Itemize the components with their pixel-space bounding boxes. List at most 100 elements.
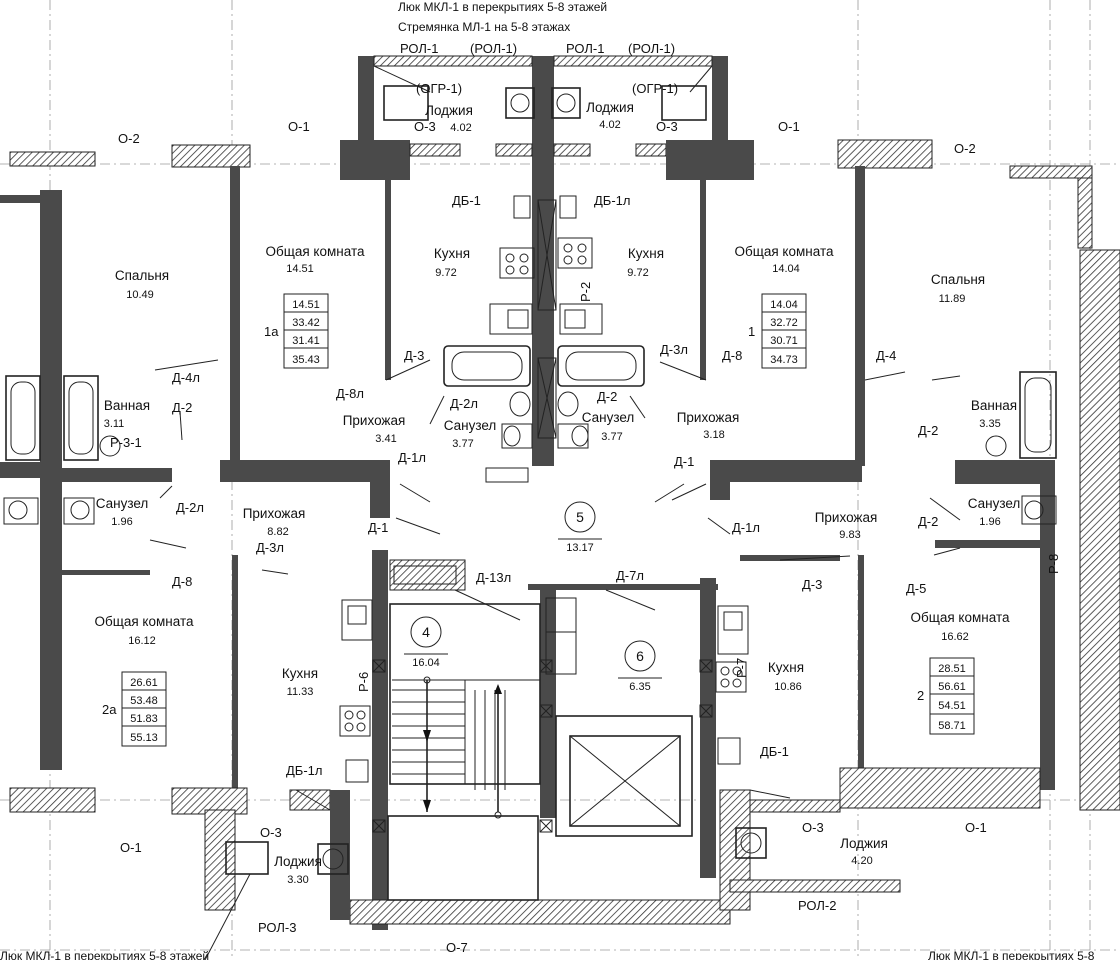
apartment-value: 14.04 (770, 299, 798, 311)
room-area: 10.86 (774, 681, 802, 693)
room-area: 4.20 (851, 855, 872, 867)
apartment-value: 26.61 (130, 677, 158, 689)
apartment-tables: 1а 14.51 33.42 31.41 35.43 1 14.04 32.72… (102, 299, 966, 744)
vent-mark: Р-3-1 (110, 435, 142, 450)
window-mark: О-3 (802, 820, 824, 835)
space-number: 5 (576, 509, 584, 525)
hatch-note-top: Люк МКЛ-1 в перекрытиях 5-8 этажей (398, 0, 607, 14)
room-area: 11.33 (287, 686, 314, 698)
room-name: Санузел (444, 418, 497, 433)
room-name: Лоджия (425, 103, 473, 118)
door-mark: ДБ-1 (760, 744, 789, 759)
room-name: Общая комната (266, 244, 365, 259)
ladder-note-top: Стремянка МЛ-1 на 5-8 этажах (398, 20, 570, 34)
room-labels: Лоджия 4.02 Лоджия 4.02 Спальня 10.49 Об… (95, 100, 1021, 886)
room-name: Прихожая (677, 410, 740, 425)
window-mark: О-1 (965, 820, 987, 835)
apartment-value: 33.42 (292, 317, 320, 329)
door-mark: Д-4л (172, 370, 200, 385)
fixtures (3, 65, 1057, 960)
room-name: Кухня (434, 246, 470, 261)
door-mark: ДБ-1л (286, 763, 322, 778)
window-mark: О-1 (120, 840, 142, 855)
room-name: Спальня (115, 268, 169, 283)
common-space-labels: 5 13.17 4 16.04 6 6.35 (412, 509, 650, 693)
room-name: Санузел (968, 496, 1021, 511)
door-mark: Д-1л (398, 450, 426, 465)
room-name: Прихожая (343, 413, 406, 428)
window-mark: О-3 (260, 825, 282, 840)
apartment-id: 2а (102, 702, 117, 717)
room-area: 3.41 (375, 433, 396, 445)
space-number: 4 (422, 624, 430, 640)
room-area: 1.96 (111, 516, 132, 528)
apartment-id: 2 (917, 688, 924, 703)
apartment-value: 32.72 (770, 317, 798, 329)
apartment-value: 54.51 (938, 700, 966, 712)
room-area: 11.89 (939, 293, 966, 305)
door-mark: Д-2 (172, 400, 192, 415)
apartment-value: 34.73 (770, 354, 798, 366)
window-mark: РОЛ-2 (798, 898, 836, 913)
door-mark: ДБ-1л (594, 193, 630, 208)
room-area: 8.82 (267, 526, 288, 538)
apartment-value: 30.71 (770, 335, 798, 347)
plan-notes: Люк МКЛ-1 в перекрытиях 5-8 этажей Стрем… (0, 0, 1095, 960)
room-area: 9.72 (627, 267, 648, 279)
vent-mark: Р-7 (734, 658, 749, 678)
window-mark: О-2 (954, 141, 976, 156)
window-mark: (РОЛ-1) (628, 41, 675, 56)
door-mark: Д-8 (722, 348, 742, 363)
room-area: 3.77 (452, 438, 473, 450)
apartment-value: 35.43 (292, 354, 320, 366)
window-mark: РОЛ-1 (566, 41, 604, 56)
door-mark: Д-3 (404, 348, 424, 363)
room-name: Кухня (768, 660, 804, 675)
window-mark: О-7 (446, 940, 468, 955)
apartment-id: 1 (748, 324, 755, 339)
room-name: Кухня (628, 246, 664, 261)
window-mark: РОЛ-3 (258, 920, 296, 935)
window-mark: (РОЛ-1) (470, 41, 517, 56)
window-mark: О-1 (288, 119, 310, 134)
room-name: Прихожая (815, 510, 878, 525)
window-mark: О-2 (118, 131, 140, 146)
space-area: 13.17 (566, 542, 594, 554)
room-name: Спальня (931, 272, 985, 287)
room-name: Ванная (104, 398, 150, 413)
room-name: Ванная (971, 398, 1017, 413)
door-mark: Д-7л (616, 568, 644, 583)
apartment-value: 28.51 (938, 663, 966, 675)
room-area: 3.18 (703, 429, 724, 441)
room-name: Санузел (582, 410, 635, 425)
room-area: 10.49 (126, 289, 154, 301)
door-mark: Д-3л (256, 540, 284, 555)
vent-mark: Р-2 (578, 282, 593, 302)
door-mark: Д-5 (906, 581, 926, 596)
space-number: 6 (636, 648, 644, 664)
door-mark: Д-8 (172, 574, 192, 589)
window-mark: О-3 (656, 119, 678, 134)
space-area: 16.04 (412, 657, 440, 669)
room-name: Санузел (96, 496, 149, 511)
apartment-value: 56.61 (938, 681, 966, 693)
room-area: 1.96 (979, 516, 1000, 528)
room-area: 3.35 (979, 418, 1000, 430)
apartment-id: 1а (264, 324, 279, 339)
hatch-note-bottom-left: Люк МКЛ-1 в перекрытиях 5-8 этажей (0, 949, 209, 960)
door-mark: Д-8л (336, 386, 364, 401)
room-area: 4.02 (599, 119, 620, 131)
room-area: 14.04 (772, 263, 800, 275)
room-name: Прихожая (243, 506, 306, 521)
vent-mark: Р-8 (1046, 554, 1061, 574)
door-mark: Д-3 (802, 577, 822, 592)
room-name: Лоджия (274, 854, 322, 869)
apartment-value: 14.51 (292, 299, 320, 311)
door-mark: Д-2 (918, 423, 938, 438)
room-area: 3.77 (601, 431, 622, 443)
apartment-value: 51.83 (130, 713, 158, 725)
door-mark: Д-3л (660, 342, 688, 357)
door-mark: Д-2л (176, 500, 204, 515)
room-name: Общая комната (911, 610, 1010, 625)
